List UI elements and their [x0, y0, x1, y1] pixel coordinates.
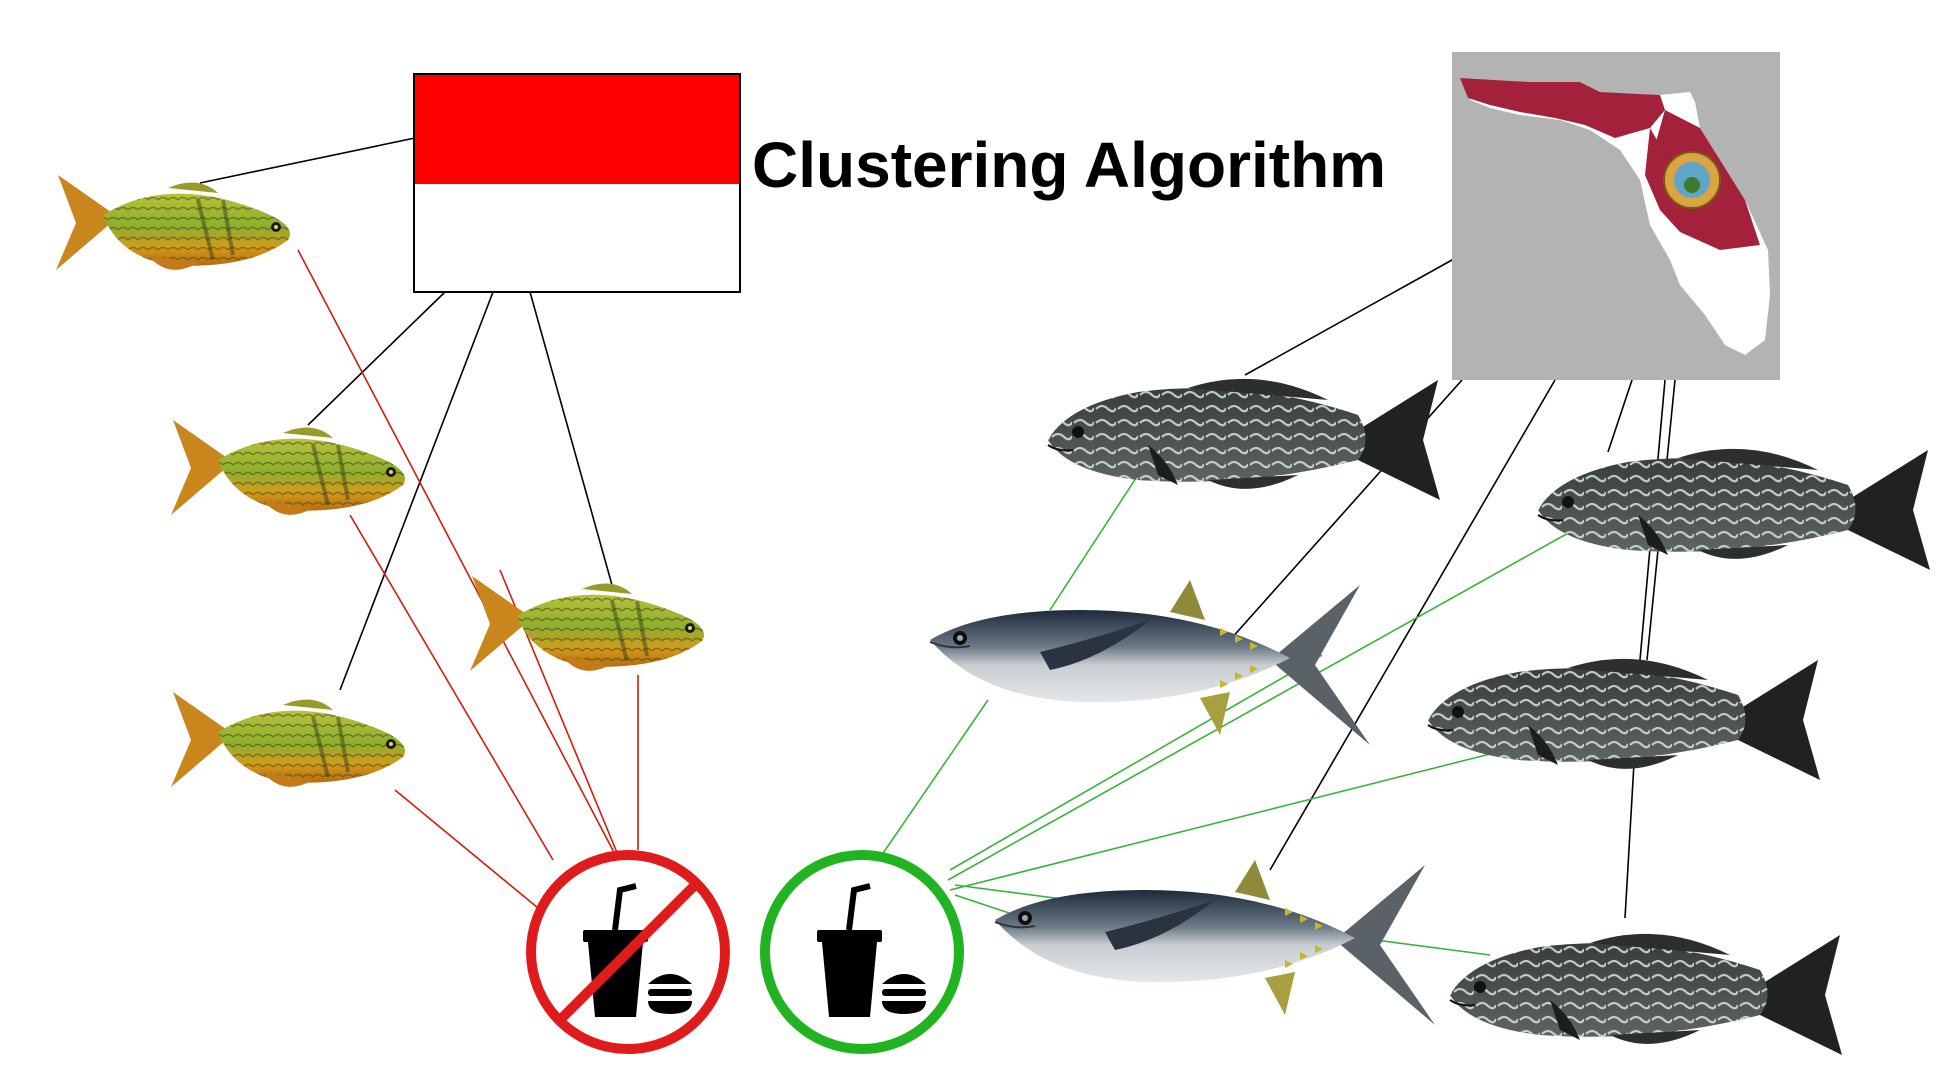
- tuna-2: [994, 860, 1436, 1026]
- no-food-icon: [526, 850, 730, 1054]
- tuna-1: [929, 580, 1371, 746]
- rainbowfish-2: [169, 418, 407, 517]
- cluster-a-links: [199, 137, 613, 691]
- rainbowfish-4: [169, 690, 407, 789]
- no-food-links: [297, 249, 639, 909]
- grouper-4: [1449, 932, 1843, 1056]
- grouper-1: [1047, 377, 1441, 501]
- food-icon: [760, 850, 964, 1054]
- diagram-title: Clustering Algorithm: [752, 129, 1386, 201]
- rainbowfish-1: [54, 173, 292, 272]
- rainbowfish-3: [468, 574, 706, 673]
- grouper-3: [1427, 657, 1821, 781]
- red-white-flag-icon: [413, 73, 741, 293]
- florida-flag-map-icon: [1452, 52, 1780, 380]
- grouper-2: [1537, 447, 1931, 571]
